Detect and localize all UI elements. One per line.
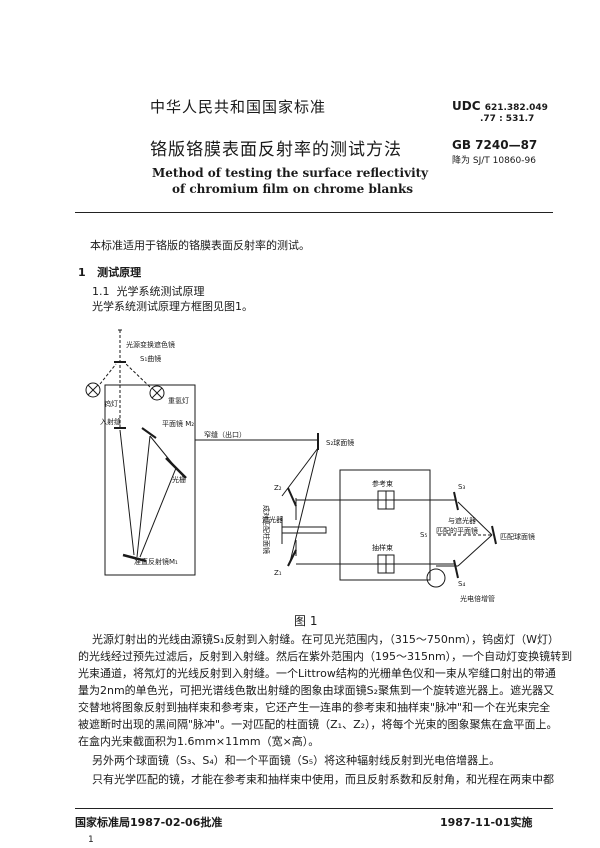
label-sample-beam: 抽样束	[372, 543, 393, 552]
section-1-1-title: 光学系统测试原理	[116, 285, 205, 298]
label-photomultiplier: 光电倍增管	[460, 594, 495, 603]
body-line: 光束通道，将氖灯的光线反射到入射缝。一个Littrow结构的光栅单色仪和一束从窄…	[78, 667, 556, 680]
label-matched-spherical: 匹配球面镜	[500, 532, 535, 541]
udc-prefix: UDC	[452, 99, 481, 113]
label-narrow-slit: 窄缝（出口）	[204, 430, 246, 439]
monochromator-box	[104, 384, 196, 576]
body-line: 只有光学匹配的镜，才能在参考束和抽样束中使用，而且反射系数和反射角，和光程在两束…	[92, 773, 554, 786]
standard-title: 中华人民共和国国家标准	[150, 98, 327, 116]
udc-code: UDC 621.382.049	[452, 99, 548, 113]
body-line: 另外两个球面镜（S₃、S₄）和一个平面镜（S₅）将这种辐射线反射到光电倍增器上。	[92, 754, 501, 767]
sample-compartment	[339, 469, 431, 581]
page-number: 1	[88, 835, 94, 845]
udc-code-2: .77 : 531.7	[480, 114, 535, 124]
label-light-switch: 光源变换遮色镜	[126, 340, 175, 349]
label-deuterium-lamp: 重氢灯	[168, 396, 189, 405]
replaced-by-note: 降为 SJ/T 10860-96	[452, 156, 536, 166]
label-s5: S₅	[420, 531, 427, 539]
section-1-title: 测试原理	[97, 266, 142, 279]
photomultiplier-symbol	[426, 568, 446, 588]
deuterium-lamp-symbol	[149, 385, 165, 401]
label-s2-mirror: S₂球面镜	[326, 438, 354, 447]
label-tungsten-lamp: 钨灯	[104, 399, 118, 408]
body-line: 量为2nm的单色光，可把光谱线色散出射缝的图象由球面镜S₂聚焦到一个旋转遮光器上…	[78, 684, 555, 697]
label-s4: S₄	[458, 580, 465, 588]
label-with-chopper: 与遮光器	[448, 516, 476, 525]
section-1-number: 1	[78, 266, 86, 279]
label-plane-mirror-m2: 平面镜 M₂	[162, 419, 194, 428]
body-line: 交替地将图象反射到抽样束和参考束，它还产生一连串的参考束和抽样束"脉冲"和一个在…	[78, 701, 551, 714]
gb-number: GB 7240—87	[452, 138, 538, 152]
header-divider	[75, 212, 553, 213]
section-1-1-number: 1.1	[92, 285, 110, 298]
label-s1-mirror: S₁曲镜	[140, 354, 161, 363]
section-1-1-heading: 1.1 光学系统测试原理	[92, 283, 205, 299]
label-collimator-m1: 准直反射镜M₁	[134, 557, 178, 566]
label-z2: Z₂	[274, 484, 282, 492]
section-1-heading: 1 测试原理	[78, 264, 141, 280]
label-reference-beam: 参考束	[372, 479, 393, 488]
tungsten-lamp-symbol	[85, 382, 101, 398]
document-title: 铬版铬膜表面反射率的测试方法	[150, 140, 402, 160]
label-matched-cylindrical: 成对匹配柱面镜	[262, 505, 271, 554]
approval-date: 国家标准局1987-02-06批准	[75, 816, 223, 829]
udc-code-1: 621.382.049	[484, 103, 548, 113]
label-z1: Z₁	[274, 569, 282, 577]
scope-paragraph: 本标准适用于铬版的铬膜表面反射率的测试。	[90, 239, 310, 252]
figure-caption: 图 1	[294, 614, 318, 628]
label-grating: 光栅	[172, 475, 186, 484]
label-matched-plane: 匹配的平面镜	[436, 526, 478, 535]
english-title-line-1: Method of testing the surface reflectivi…	[152, 166, 429, 180]
body-line: 被遮断时出现的黑间隔"脉冲"。一对匹配的柱面镜（Z₁、Z₂），将每个光束的图象聚…	[78, 718, 558, 731]
body-line: 的光线经过预先过滤后，反射到入射缝。然后在紫外范围内（195～315nm），一个…	[78, 650, 573, 663]
label-s3: S₃	[458, 483, 465, 491]
english-title-line-2: of chromium film on chrome blanks	[172, 182, 414, 196]
footer-divider	[75, 808, 553, 809]
section-1-1-description: 光学系统测试原理方框图见图1。	[92, 300, 253, 313]
label-chopper: 遮光器	[262, 515, 283, 524]
body-line: 在盒内光束截面积为1.6mm×11mm（宽×高）。	[78, 735, 320, 748]
label-entrance-slit: 入射缝	[100, 417, 121, 426]
implementation-date: 1987-11-01实施	[440, 816, 533, 829]
body-line: 光源灯射出的光线由源镜S₁反射到入射缝。在可见光范围内，（315～750nm），…	[92, 633, 559, 646]
